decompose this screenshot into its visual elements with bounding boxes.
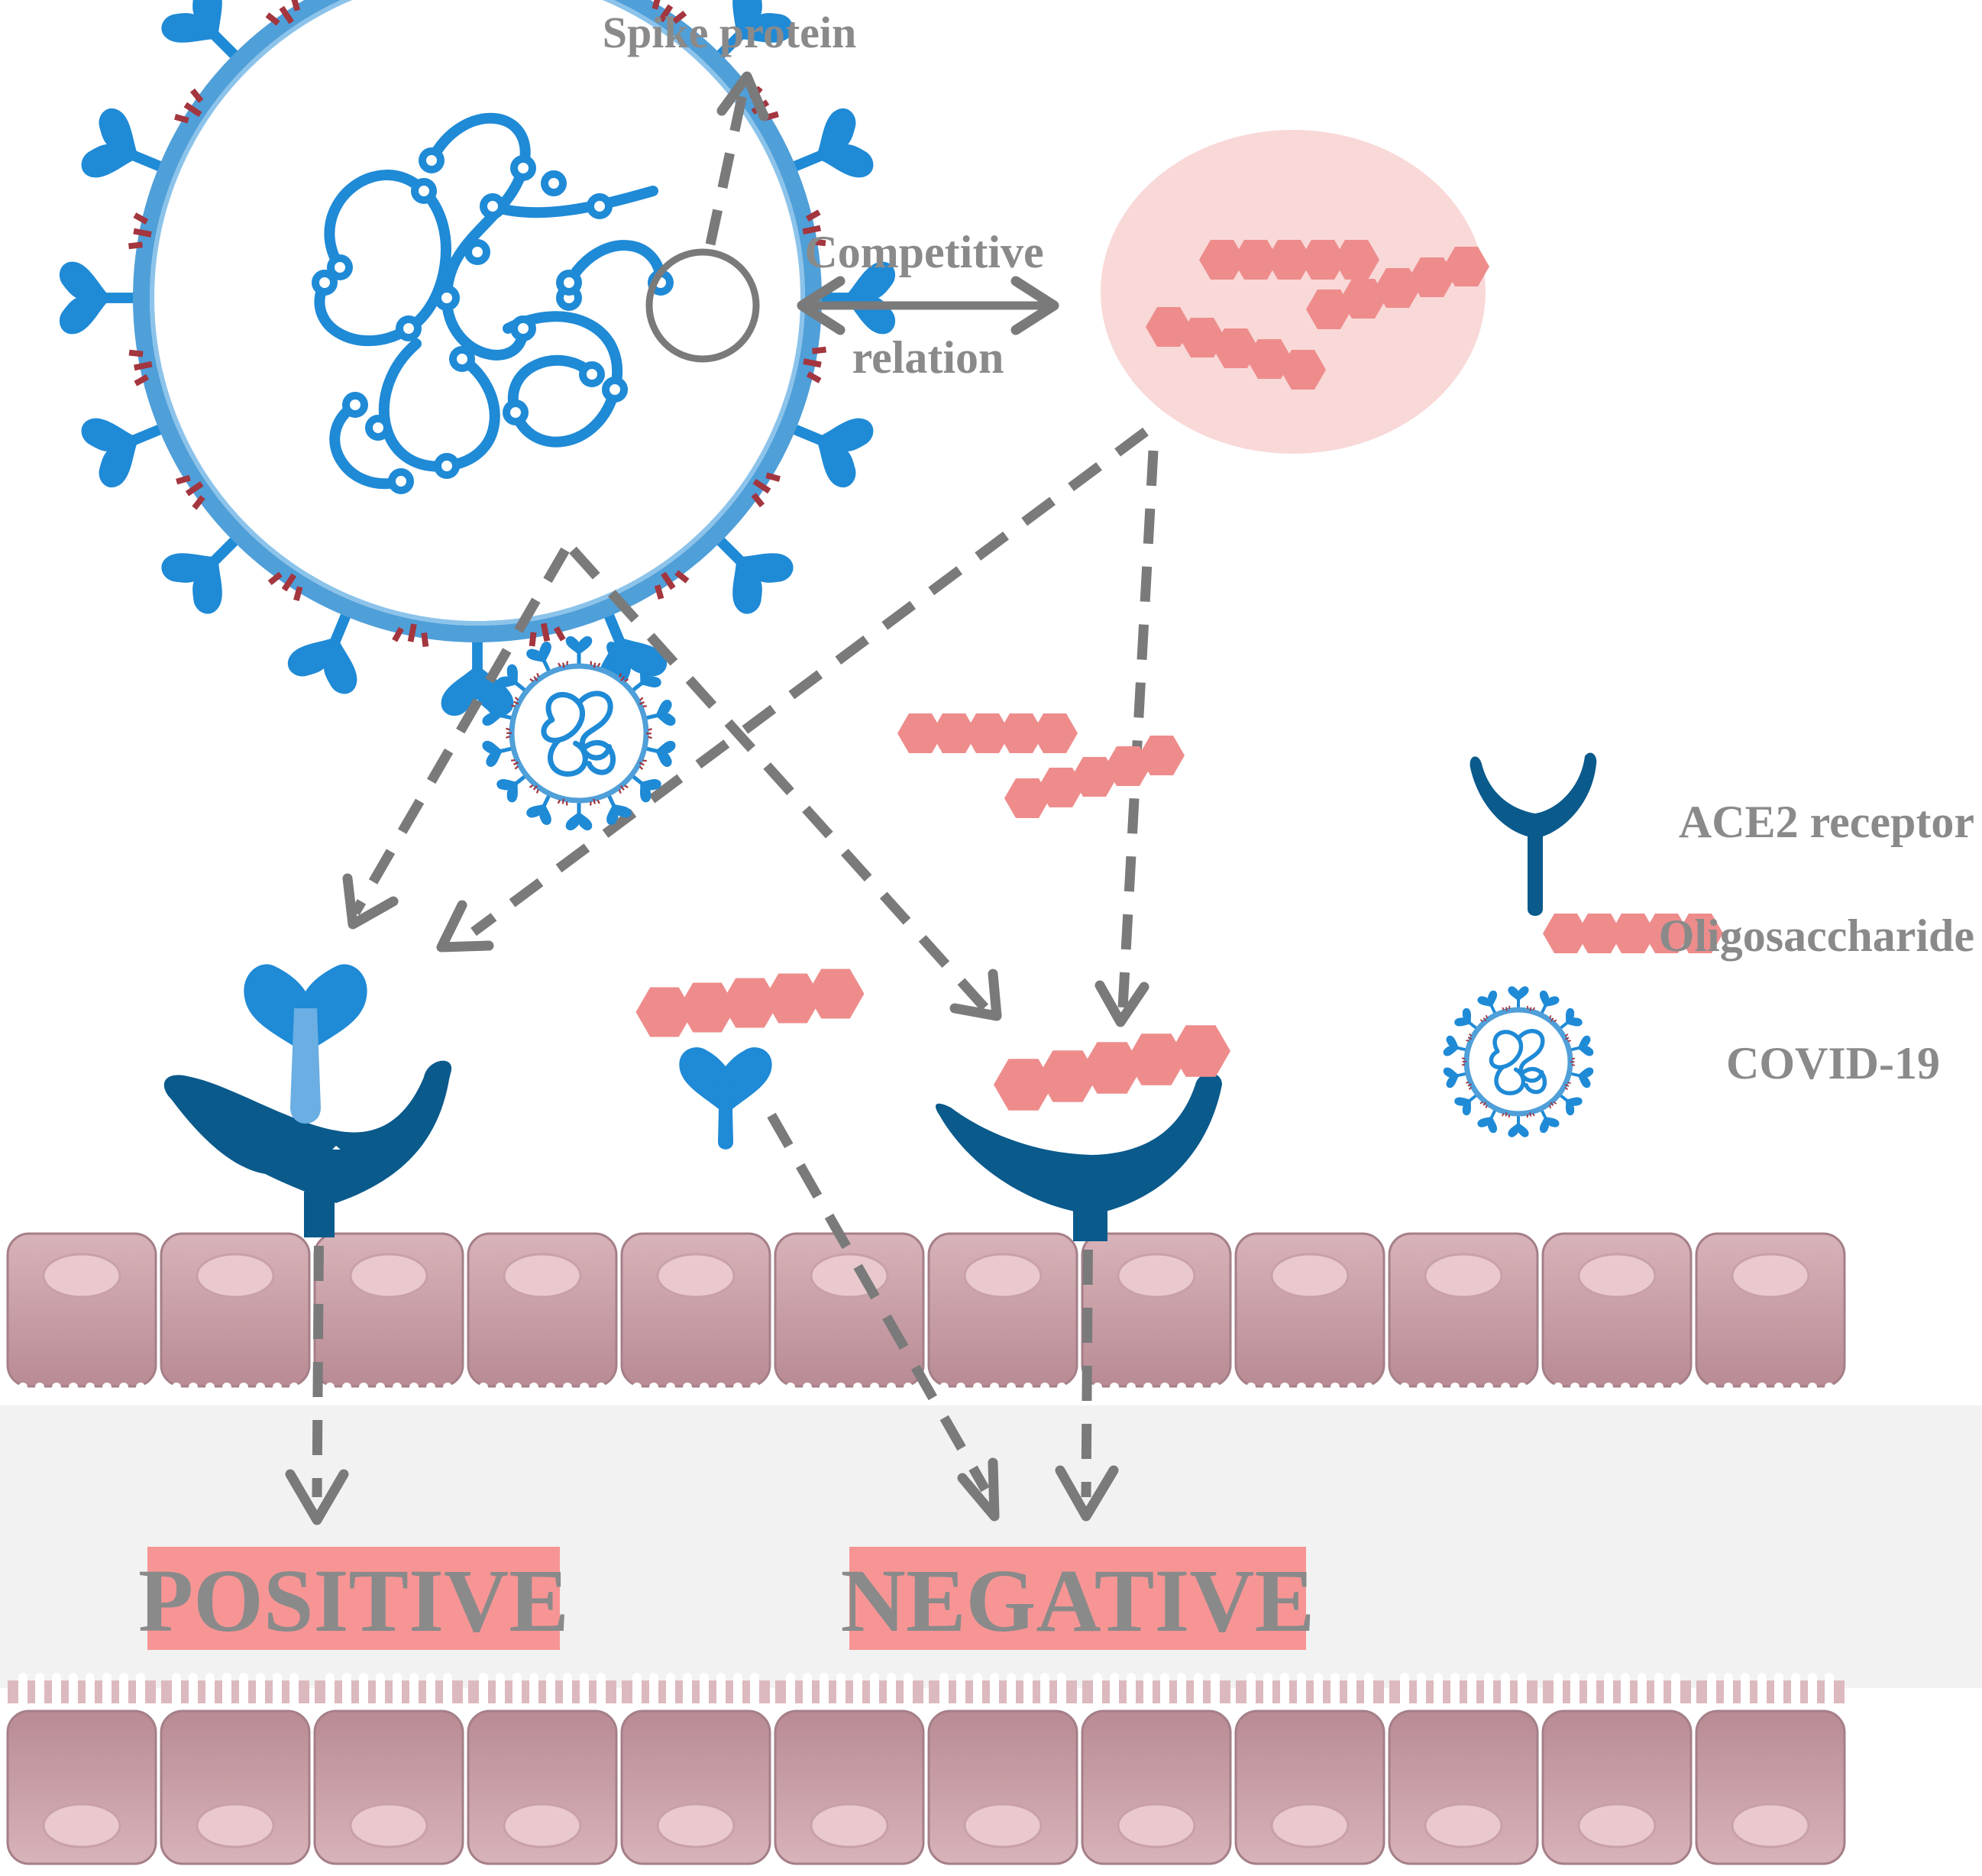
positive-label: POSITIVE [138,1551,569,1651]
free-spike-protein [679,1047,772,1150]
small-virus [481,636,677,831]
blob-oligo-chain-1 [1199,240,1379,280]
left-ace2-receptor [163,1060,452,1237]
epithelial-cell [1234,1673,1385,1865]
legend: ACE2 receptor Oligosaccharide COVID-19 [1442,752,1974,1137]
negative-box [849,1547,1306,1650]
competitive-label-line2: relation [852,332,1004,383]
negative-label: NEGATIVE [841,1551,1315,1651]
epithelial-cell [160,1673,311,1865]
ace2-receptor-icon [1470,752,1597,916]
epithelial-cell [313,1673,464,1865]
free-oligo-chain-3 [635,969,865,1037]
sugar-unit [1032,713,1078,753]
competitive-double-arrow [797,276,1059,335]
spike-highlight-circle [645,248,760,363]
spike-protein-label: Spike protein [603,8,857,57]
epithelial-cell [774,1673,925,1865]
right-ace2-receptor [936,1073,1222,1241]
legend-label-oligo: Oligosaccharide [1659,911,1974,961]
epithelial-cell [1695,1673,1846,1865]
epithelial-cell [620,1673,771,1865]
positive-box [147,1547,560,1650]
epithelial-cell [1081,1673,1232,1865]
epithelial-cell [467,1673,618,1865]
epithelial-cell [6,1673,157,1865]
free-oligo-chain-1 [897,713,1078,753]
oligosaccharide-blob [1101,130,1486,454]
competitive-label-line1: Competitive [804,227,1043,277]
covid-virus-icon [1442,986,1595,1137]
epithelial-cell [1388,1673,1539,1865]
legend-label-ace2: ACE2 receptor [1679,797,1974,847]
spike-label-arrow [705,82,750,246]
legend-label-covid: COVID-19 [1726,1038,1940,1088]
flow-arrows [285,427,1159,1525]
sugar-unit [807,969,865,1019]
spike-label-arrowhead [716,71,769,121]
left-bound-spike [244,964,367,1124]
epithelial-cell [927,1673,1078,1865]
large-virus [59,0,896,716]
lower-epithelium [6,1673,1846,1865]
epithelial-cell [1541,1673,1693,1865]
